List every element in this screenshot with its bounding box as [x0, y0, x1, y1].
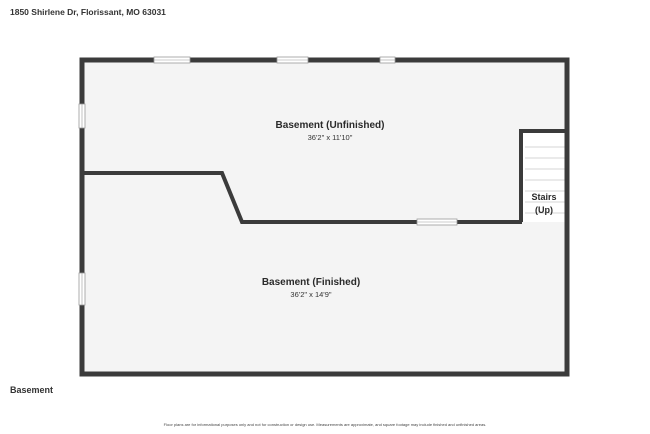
- room-finished: Basement (Finished) 36'2" x 14'9": [262, 277, 360, 299]
- room-finished-name: Basement (Finished): [261, 277, 361, 288]
- window-left-1: [78, 103, 86, 129]
- stairwell-wall: [519, 129, 567, 222]
- interior-wall: [82, 171, 522, 224]
- window-top-1: [153, 56, 191, 64]
- property-address: 1850 Shirlene Dr, Florissant, MO 63031: [10, 7, 166, 17]
- room-unfinished-dimensions: 36'2" x 11'10": [307, 133, 353, 142]
- window-left-2: [78, 272, 86, 306]
- room-unfinished: Basement (Unfinished) 36'2" x 11'10": [276, 120, 385, 142]
- wall-opening: [416, 218, 458, 226]
- floor-name: Basement: [10, 385, 54, 395]
- window-top-3: [379, 56, 396, 64]
- room-finished-dimensions: 36'2" x 14'9": [290, 290, 332, 299]
- stairs-label: Stairs (Up): [531, 191, 556, 217]
- staircase: [522, 132, 567, 222]
- window-top-2: [276, 56, 309, 64]
- stairs-label-line1: Stairs: [531, 192, 557, 202]
- disclaimer: Floor plans are for informational purpos…: [163, 422, 487, 427]
- floor-area: [82, 60, 567, 374]
- outer-wall: [79, 57, 570, 377]
- room-unfinished-name: Basement (Unfinished): [275, 120, 385, 131]
- stairs-label-line2: (Up): [534, 205, 553, 215]
